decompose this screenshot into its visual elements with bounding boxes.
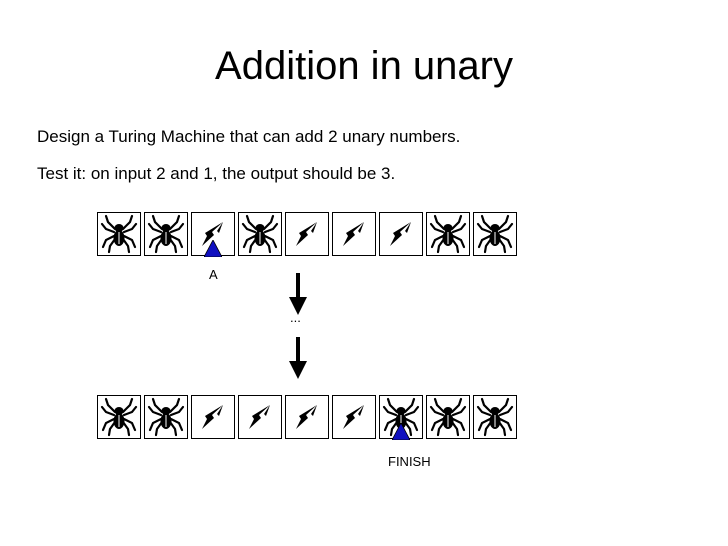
tape-cell: [238, 212, 282, 256]
tape-cell: [97, 395, 141, 439]
down-arrow-icon: [289, 273, 307, 315]
instruction-line-2: Test it: on input 2 and 1, the output sh…: [37, 164, 396, 183]
lightning-icon: [343, 222, 364, 246]
lightning-icon: [343, 405, 364, 429]
down-arrow-icon: [289, 337, 307, 379]
tape-cell: [426, 395, 470, 439]
spider-icon: [100, 214, 138, 254]
head-label-final: FINISH: [388, 454, 431, 469]
tape-head-icon: [204, 240, 222, 257]
spider-icon: [382, 397, 420, 437]
head-label-initial: A: [209, 267, 218, 282]
tape-cell: [332, 212, 376, 256]
spider-icon: [241, 214, 279, 254]
lightning-icon: [296, 222, 317, 246]
tape-cell: [191, 395, 235, 439]
tape-cell: [473, 212, 517, 256]
spider-icon: [147, 397, 185, 437]
tape-cell: [191, 212, 235, 256]
tape-cell: [332, 395, 376, 439]
spider-icon: [476, 214, 514, 254]
lightning-icon: [390, 222, 411, 246]
tape-cell: [285, 395, 329, 439]
lightning-icon: [202, 405, 223, 429]
tape-cell: [426, 212, 470, 256]
lightning-icon: [296, 405, 317, 429]
spider-icon: [429, 397, 467, 437]
spider-icon: [100, 397, 138, 437]
lightning-icon: [249, 405, 270, 429]
tape-cell: [144, 395, 188, 439]
tape-cell: [97, 212, 141, 256]
tape-cell: [285, 212, 329, 256]
tape-cell: [473, 395, 517, 439]
tape-cell: [238, 395, 282, 439]
slide-title: Addition in unary: [215, 44, 513, 88]
tape-head-icon: [392, 423, 410, 440]
lightning-icon: [202, 222, 223, 246]
spider-icon: [147, 214, 185, 254]
transition-ellipsis: ...: [290, 310, 301, 325]
spider-icon: [429, 214, 467, 254]
spider-icon: [476, 397, 514, 437]
tape-cell: [144, 212, 188, 256]
instruction-line-1: Design a Turing Machine that can add 2 u…: [37, 127, 461, 146]
tape-cell: [379, 212, 423, 256]
